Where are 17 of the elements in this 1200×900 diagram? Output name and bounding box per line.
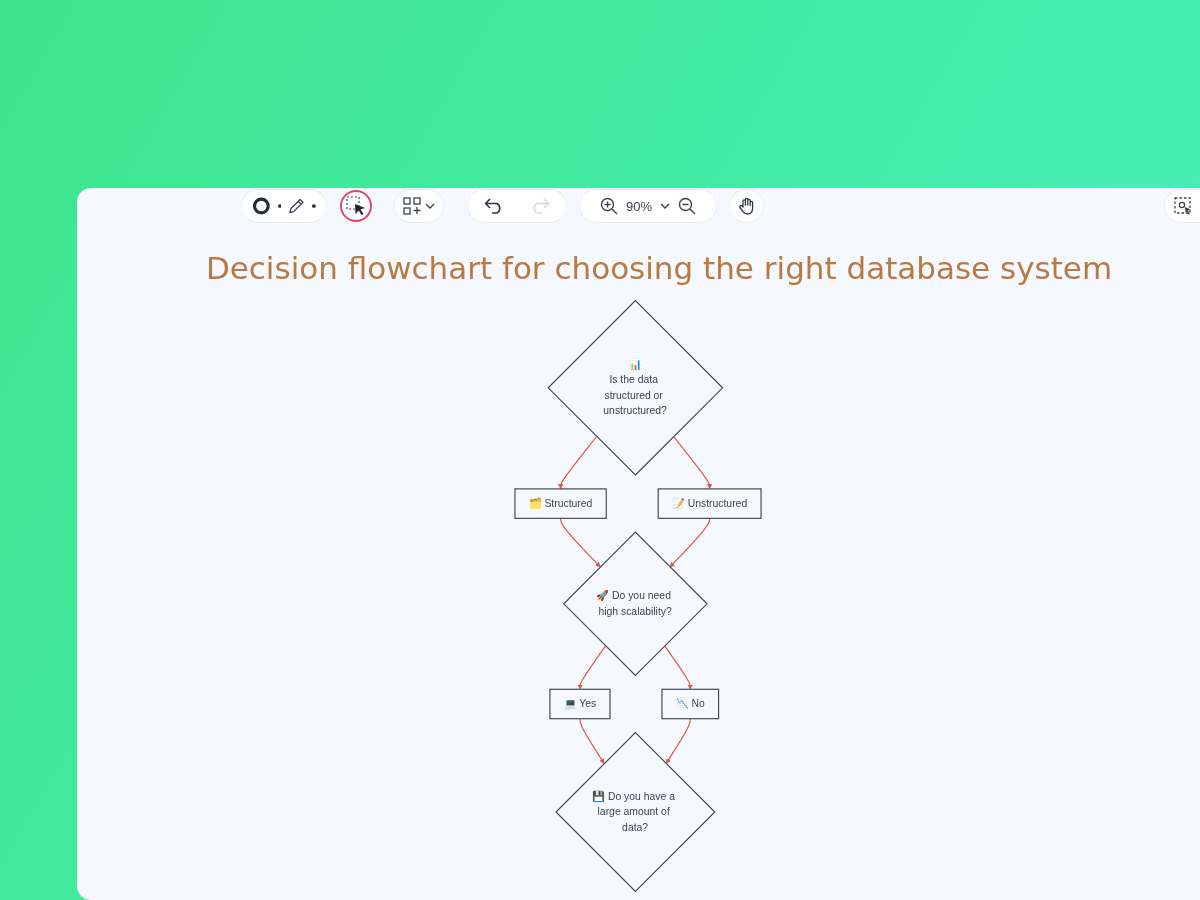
diagram-title: Decision flowchart for choosing the right database system [204,250,1114,286]
arrow [664,645,693,690]
decision-diamond: 💾 Do you have a large amount of data? [555,731,716,893]
arrow [669,517,711,568]
arrow [579,718,605,764]
process-box: 📝 Unstructured [657,488,762,519]
decision-diamond: 🚀 Do you need high scalability? [562,531,708,677]
decision-diamond: 📊 Is the data structured or unstructured? [547,299,724,476]
process-box: 🗂 Structured [514,488,607,519]
arrow [560,517,601,568]
process-box: 📉 No [661,688,720,720]
arrow [665,718,691,764]
arrow [577,645,607,690]
arrow [673,435,713,490]
zoom-level: 90% [626,198,652,214]
process-box: 💻 Yes [549,688,611,720]
arrow [558,435,598,490]
